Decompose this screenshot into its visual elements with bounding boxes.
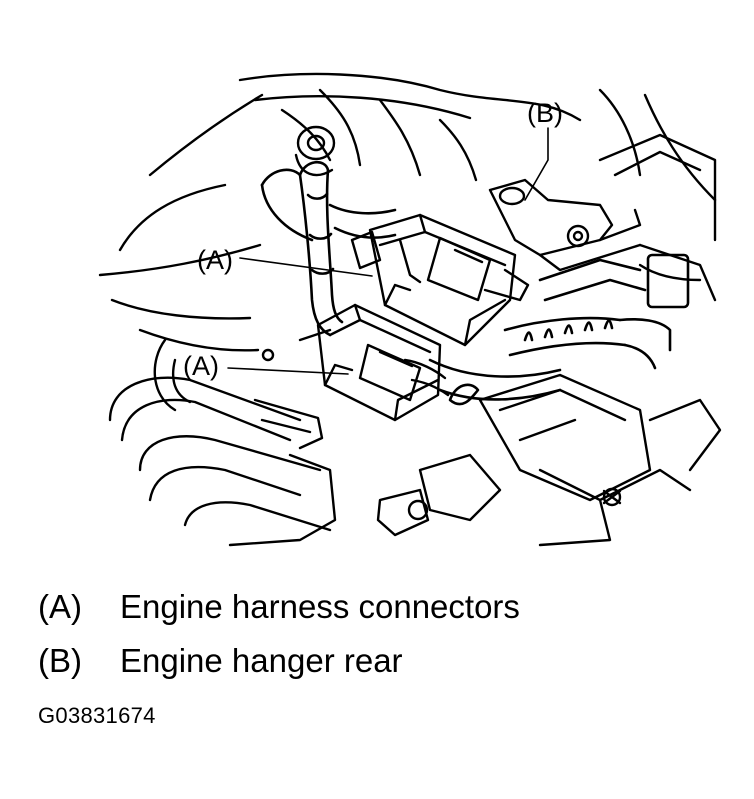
legend-key: (A) xyxy=(38,588,82,625)
callout-leaders xyxy=(227,127,549,375)
leader-b xyxy=(524,127,549,201)
engine-block-outline xyxy=(98,72,717,352)
legend-description: Engine hanger rear xyxy=(120,642,403,679)
engine-harness-illustration: (A) (A) (B) xyxy=(98,72,722,547)
legend-key: (B) xyxy=(38,642,82,679)
engine-bay-line-drawing: (A) (A) (B) xyxy=(98,72,722,547)
engine-harness-connector-lower xyxy=(261,303,450,422)
callout-label-b: (B) xyxy=(527,98,563,128)
leader-a-lower xyxy=(227,367,349,375)
legend: (A) Engine harness connectors (B) Engine… xyxy=(38,580,738,688)
figure-id: G03831674 xyxy=(38,703,156,728)
legend-description: Engine harness connectors xyxy=(120,588,520,625)
legend-item-a: (A) Engine harness connectors xyxy=(38,580,738,634)
engine-hanger-rear xyxy=(488,178,642,272)
coolant-pipe-outline xyxy=(108,338,337,547)
leader-a-upper xyxy=(239,257,373,277)
callout-label-a-upper: (A) xyxy=(197,245,233,275)
engine-harness-connector-upper xyxy=(350,213,530,347)
legend-item-b: (B) Engine hanger rear xyxy=(38,634,738,688)
wire-harness xyxy=(260,161,690,406)
callout-label-a-lower: (A) xyxy=(183,351,219,381)
